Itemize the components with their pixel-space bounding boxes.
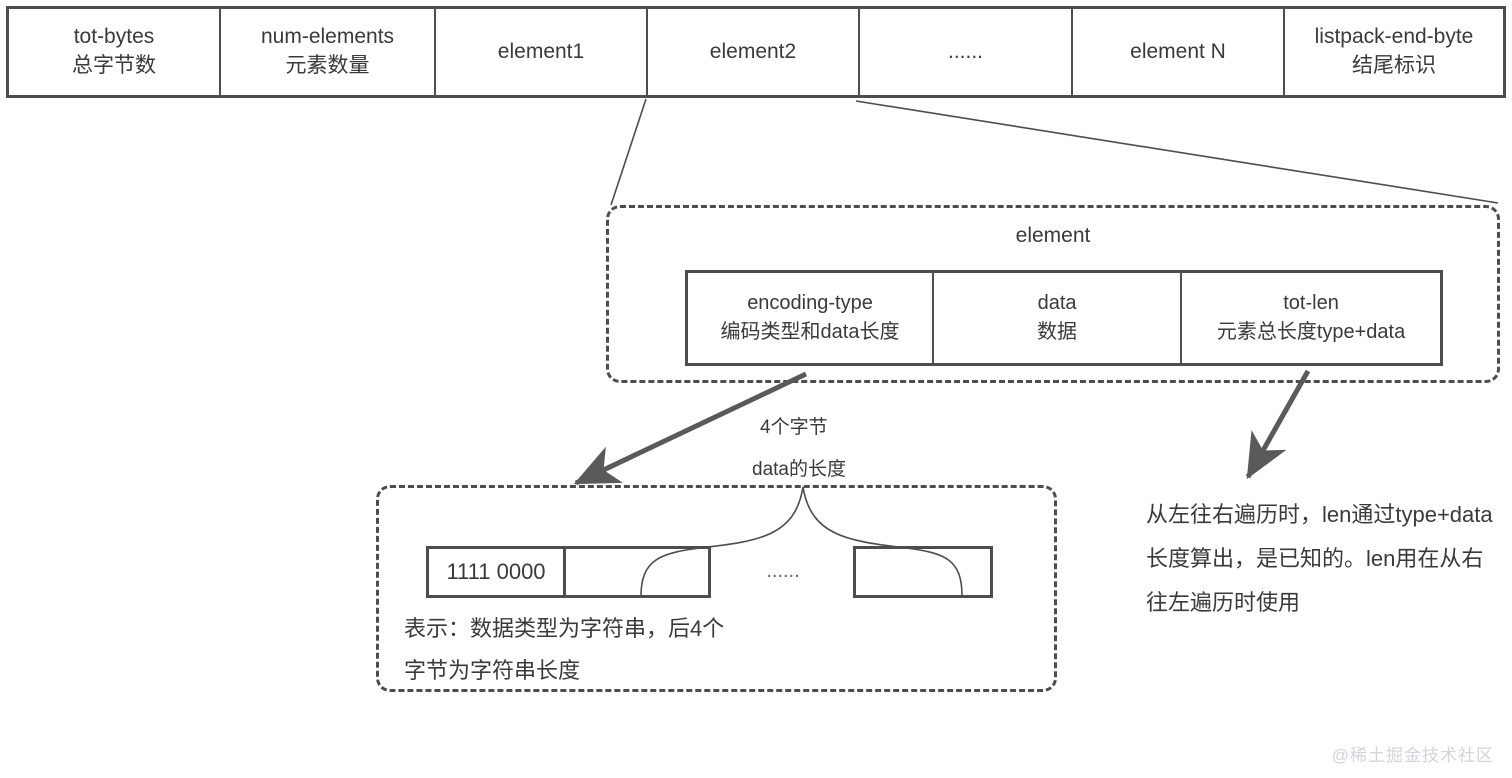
cell-label-cn: 结尾标识 xyxy=(1352,54,1436,77)
listpack-cell-element1: element1 xyxy=(436,9,648,95)
encoding-bytes-ellipsis: ...... xyxy=(766,560,800,582)
label-four-bytes: 4个字节 xyxy=(760,417,828,438)
leader-line-element2-right xyxy=(855,100,1499,204)
element-detail-box: element encoding-type 编码类型和data长度 data 数… xyxy=(606,205,1500,383)
cell-label-en: element2 xyxy=(709,39,797,63)
listpack-structure-row: tot-bytes 总字节数 num-elements 元素数量 element… xyxy=(6,6,1506,98)
cell-label-cn: 元素总长度type+data xyxy=(1216,321,1406,343)
encoding-first-byte-value: 1111 0000 xyxy=(446,559,546,584)
element-cell-tot-len: tot-len 元素总长度type+data xyxy=(1182,273,1440,363)
encoding-first-byte-cell: 1111 0000 xyxy=(426,546,566,598)
encoding-byte-strip: 1111 0000 xyxy=(426,546,711,598)
label-data-length: data的长度 xyxy=(752,459,846,480)
encoding-note-text: 表示：数据类型为字符串，后4个字节为字符串长度 xyxy=(404,616,725,683)
cell-label-cn: 数据 xyxy=(1037,321,1078,343)
arrow-tot-len xyxy=(1245,369,1311,480)
listpack-cell-ellipsis: ...... xyxy=(860,9,1073,95)
cell-label-en: ...... xyxy=(947,39,983,63)
cell-label-cn: 编码类型和data长度 xyxy=(720,321,900,343)
element-cell-data: data 数据 xyxy=(934,273,1183,363)
watermark-label: @稀土掘金技术社区 xyxy=(1331,746,1494,765)
cell-label-en: element N xyxy=(1130,39,1226,63)
cell-label-en: listpack-end-byte xyxy=(1314,25,1474,49)
encoding-last-byte-cell xyxy=(853,546,993,598)
element-box-title: element xyxy=(1015,224,1091,247)
cell-label-en: tot-bytes xyxy=(73,25,155,49)
tot-len-note-text: 从左往右遍历时，len通过type+data长度算出，是已知的。len用在从右往… xyxy=(1146,502,1493,615)
encoding-length-byte-cell xyxy=(563,546,711,598)
cell-label-cn: 总字节数 xyxy=(72,54,156,77)
cell-label-en: encoding-type xyxy=(747,292,873,314)
leader-line-element2 xyxy=(610,98,647,206)
element-cell-encoding-type: encoding-type 编码类型和data长度 xyxy=(688,273,935,363)
listpack-cell-end-byte: listpack-end-byte 结尾标识 xyxy=(1285,9,1503,95)
listpack-cell-tot-bytes: tot-bytes 总字节数 xyxy=(9,9,221,95)
encoding-type-detail-box xyxy=(376,485,1057,692)
element-fields-row: encoding-type 编码类型和data长度 data 数据 tot-le… xyxy=(685,270,1443,366)
cell-label-en: tot-len xyxy=(1283,292,1339,314)
cell-label-en: data xyxy=(1037,292,1077,314)
listpack-cell-element-n: element N xyxy=(1073,9,1285,95)
cell-label-en: num-elements xyxy=(260,25,395,49)
cell-label-cn: 元素数量 xyxy=(285,54,370,77)
cell-label-en: element1 xyxy=(497,39,585,63)
listpack-cell-element2: element2 xyxy=(648,9,860,95)
listpack-cell-num-elements: num-elements 元素数量 xyxy=(221,9,436,95)
